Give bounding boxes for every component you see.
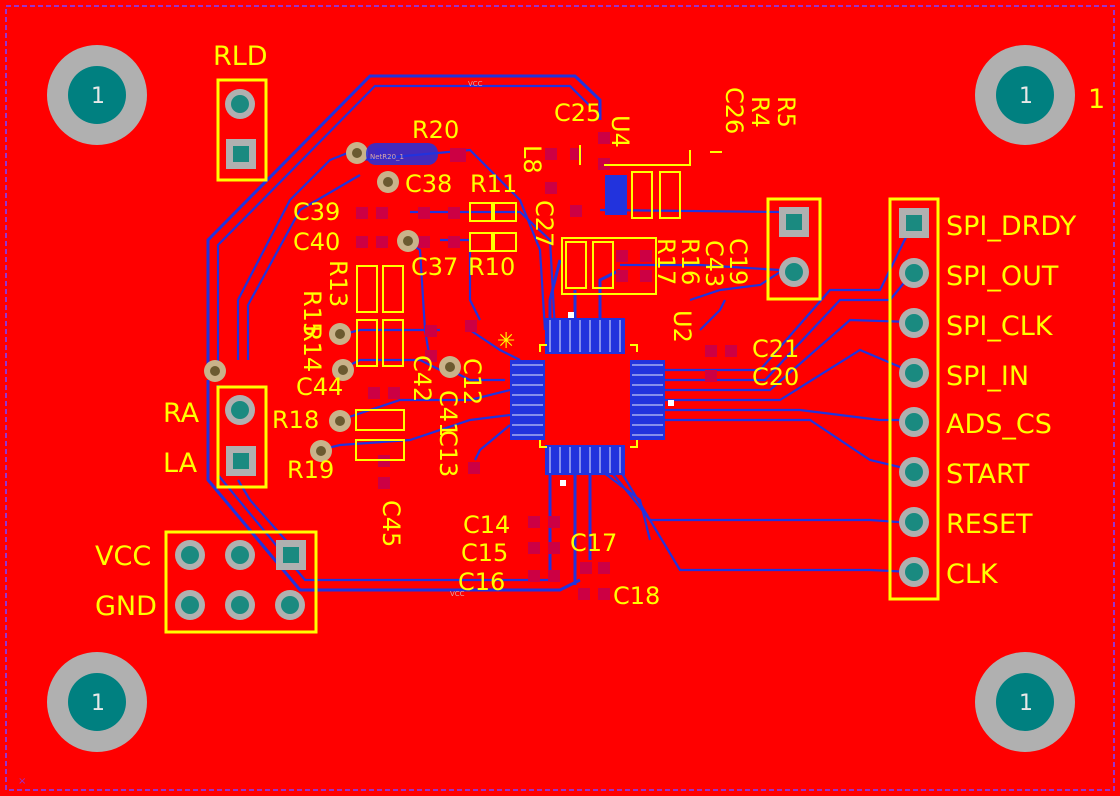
designator: R18 bbox=[272, 406, 319, 434]
spi-pin-label: SPI_OUT bbox=[946, 261, 1059, 292]
gnd-label: GND bbox=[95, 591, 157, 622]
mounting-hole: 1 bbox=[47, 45, 147, 145]
designator: C37 bbox=[411, 253, 458, 281]
designator: C14 bbox=[463, 511, 510, 539]
designator: C18 bbox=[613, 582, 660, 610]
svg-text:1: 1 bbox=[1019, 84, 1033, 109]
designator: C42 bbox=[408, 355, 436, 402]
designator: C44 bbox=[296, 373, 343, 401]
designator: C40 bbox=[293, 228, 340, 256]
la-label: LA bbox=[163, 448, 198, 479]
spi-header: SPI_DRDY SPI_OUT SPI_CLK SPI_IN ADS_CS S… bbox=[888, 197, 1077, 601]
spi-pin-label: SPI_IN bbox=[946, 361, 1029, 392]
designator: R17 bbox=[652, 238, 680, 285]
spi-pin-label: START bbox=[946, 459, 1030, 490]
designator: R15 bbox=[298, 290, 326, 337]
chip-u2: ✳ bbox=[497, 312, 674, 486]
origin-marker: × bbox=[18, 776, 26, 787]
designator: R10 bbox=[468, 253, 515, 281]
designator: C27 bbox=[530, 200, 558, 247]
designator: C16 bbox=[458, 568, 505, 596]
svg-text:✳: ✳ bbox=[497, 329, 515, 354]
designator: R14 bbox=[298, 325, 326, 372]
designator: C21 bbox=[752, 335, 799, 363]
designator: R16 bbox=[676, 238, 704, 285]
mounting-hole: 1 bbox=[975, 45, 1075, 145]
designators: R20 C38 R11 C39 C40 C37 R10 C44 R18 R19 … bbox=[272, 87, 800, 610]
designator: R11 bbox=[470, 170, 517, 198]
designator: C43 bbox=[700, 240, 728, 287]
designator: C13 bbox=[434, 430, 462, 477]
component-outlines bbox=[355, 145, 722, 461]
designator: R20 bbox=[412, 116, 459, 144]
designator: U4 bbox=[606, 115, 634, 148]
svg-text:1: 1 bbox=[91, 84, 105, 109]
designator: C38 bbox=[405, 170, 452, 198]
designator: C25 bbox=[554, 99, 601, 127]
designator: C26 bbox=[720, 87, 748, 134]
mounting-hole: 1 bbox=[47, 652, 147, 752]
net-label-vcc-top: VCC bbox=[468, 80, 483, 88]
designator: C15 bbox=[461, 539, 508, 567]
designator: C39 bbox=[293, 198, 340, 226]
svg-text:1: 1 bbox=[91, 691, 105, 716]
rld-connector: RLD bbox=[213, 41, 268, 182]
rld-label: RLD bbox=[213, 41, 268, 72]
spi-pin-label: RESET bbox=[946, 509, 1033, 540]
board-outline bbox=[5, 5, 1115, 791]
designator: C41 bbox=[434, 390, 462, 437]
designator: C19 bbox=[724, 238, 752, 285]
designator: C17 bbox=[570, 529, 617, 557]
spi-pin-label: CLK bbox=[946, 559, 999, 590]
designator: C45 bbox=[377, 500, 405, 547]
svg-text:1: 1 bbox=[1019, 691, 1033, 716]
ra-la-connector: RA LA bbox=[163, 385, 268, 489]
designator: L8 bbox=[518, 145, 546, 174]
spi-pin-label: SPI_DRDY bbox=[946, 211, 1077, 242]
power-connector: VCC GND bbox=[95, 530, 318, 634]
mounting-hole: 1 bbox=[975, 652, 1075, 752]
spi-pin-label: ADS_CS bbox=[946, 409, 1052, 440]
net-label-r20: NetR20_1 bbox=[370, 153, 404, 161]
designator: U2 bbox=[668, 310, 696, 343]
ra-label: RA bbox=[163, 398, 200, 429]
designator: C20 bbox=[752, 363, 799, 391]
net-label-vcc-bottom: VCC bbox=[450, 590, 465, 598]
vias bbox=[204, 142, 461, 462]
aux-connector bbox=[766, 197, 822, 301]
board-corner-label: 1 bbox=[1088, 84, 1105, 115]
designator: R19 bbox=[287, 456, 334, 484]
designator: C12 bbox=[458, 358, 486, 405]
designator: R5 bbox=[772, 96, 800, 128]
designator: R4 bbox=[746, 96, 774, 128]
vcc-label: VCC bbox=[95, 541, 151, 572]
spi-pin-label: SPI_CLK bbox=[946, 311, 1054, 342]
designator: R13 bbox=[324, 260, 352, 307]
